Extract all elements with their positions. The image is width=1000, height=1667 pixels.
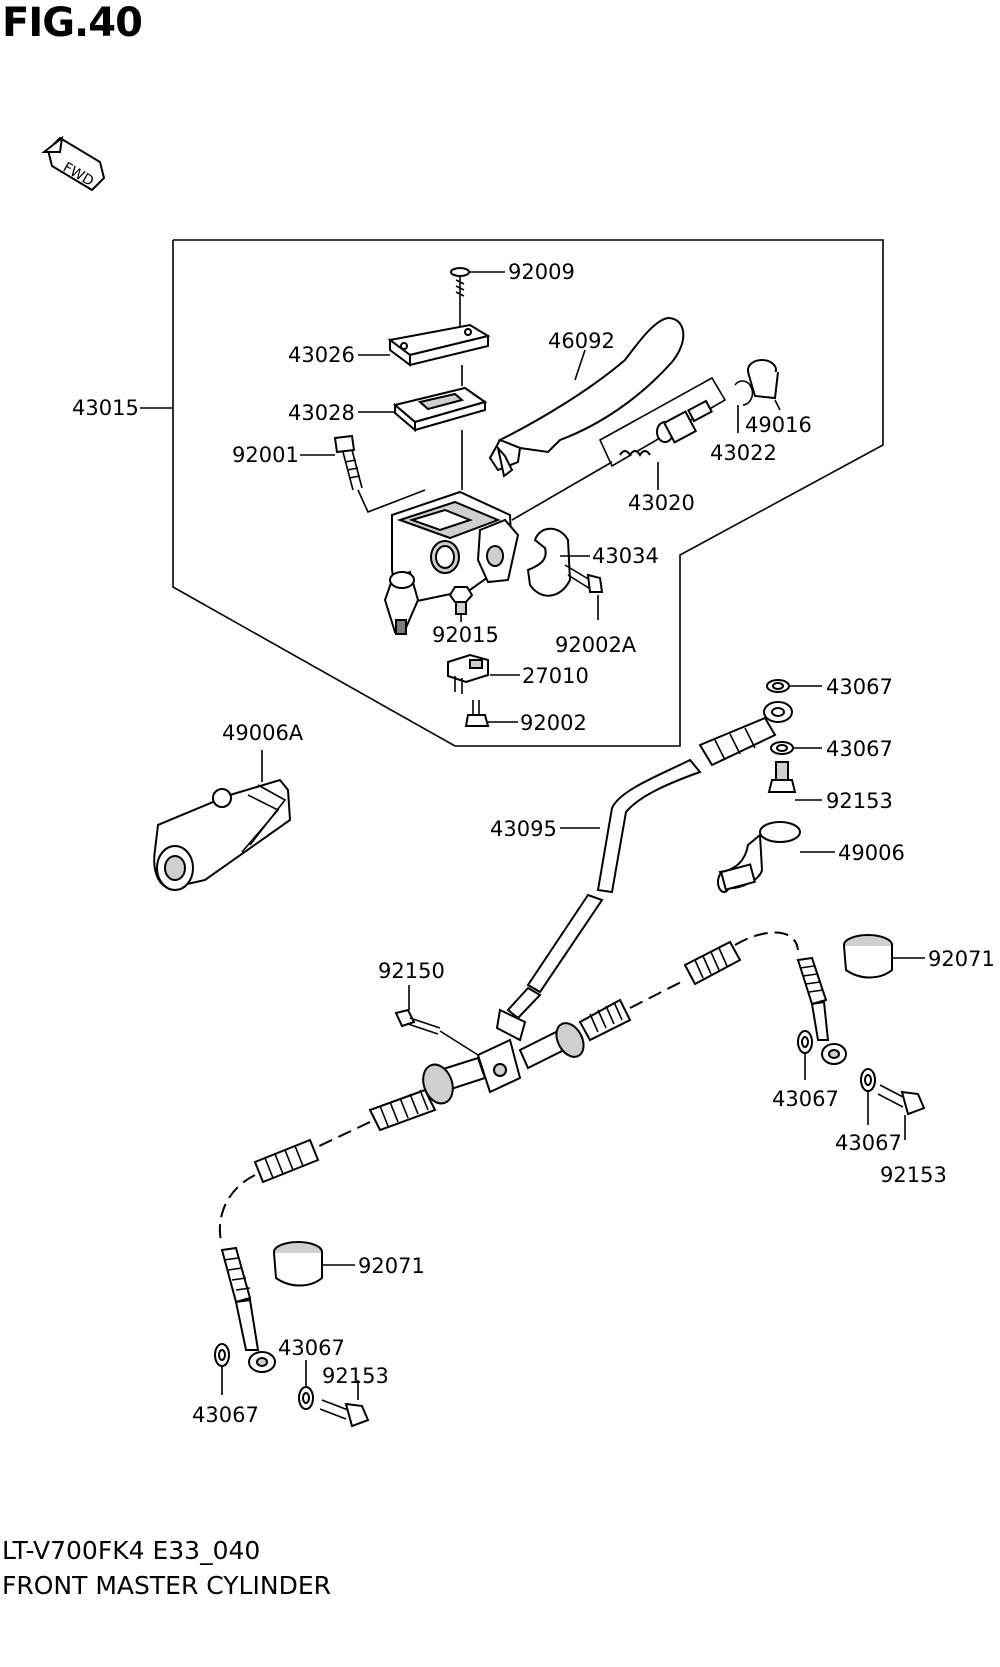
fwd-arrow-icon: FWD xyxy=(41,135,106,192)
label-43095: 43095 xyxy=(490,817,557,841)
label-43067-d: 43067 xyxy=(835,1131,902,1155)
label-43067-a: 43067 xyxy=(826,675,893,699)
screw-92009-icon xyxy=(450,267,470,300)
banjo-washer-43067-c-icon xyxy=(797,1030,813,1054)
hose-joint-icon xyxy=(476,1038,522,1094)
banjo-washer-43067-a-icon xyxy=(766,679,790,693)
brake-switch-27010-icon xyxy=(447,653,489,694)
banjo-bolt-92153-a-icon xyxy=(767,761,797,793)
brake-hose-43095-icon xyxy=(495,758,702,1042)
label-43067-e: 43067 xyxy=(278,1336,345,1360)
cover-49006A-icon xyxy=(153,778,292,891)
brake-lever-46092-icon xyxy=(488,316,685,478)
figure-title: FIG.40 xyxy=(2,0,143,46)
label-43067-f: 43067 xyxy=(192,1403,259,1427)
clamp-43034-icon xyxy=(526,527,572,597)
label-92071-b: 92071 xyxy=(358,1254,425,1278)
label-92153-a: 92153 xyxy=(826,789,893,813)
banjo-fitting-upper-icon xyxy=(698,701,793,767)
label-49016: 49016 xyxy=(745,413,812,437)
assembly-boundary xyxy=(172,239,884,747)
label-46092: 46092 xyxy=(548,329,615,353)
label-92153-c: 92153 xyxy=(322,1364,389,1388)
grommet-92071-a-icon xyxy=(843,934,893,979)
hose-left-icon xyxy=(218,1056,487,1373)
bolt-92150-icon xyxy=(394,1008,441,1035)
label-92009: 92009 xyxy=(508,260,575,284)
hose-right-icon xyxy=(518,931,847,1070)
banjo-bolt-92153-c-icon xyxy=(319,1399,370,1428)
bolt-92001-icon xyxy=(333,434,363,491)
label-43067-b: 43067 xyxy=(826,737,893,761)
label-27010: 27010 xyxy=(522,664,589,688)
banjo-washer-43067-b-icon xyxy=(770,741,794,755)
label-43020: 43020 xyxy=(628,491,695,515)
reservoir-cap-43026-icon xyxy=(387,323,491,367)
label-49006A: 49006A xyxy=(222,721,304,745)
banjo-washer-43067-d-icon xyxy=(860,1068,876,1092)
master-cylinder-body-icon xyxy=(383,490,520,635)
label-43067-c: 43067 xyxy=(772,1087,839,1111)
model-code: LT-V700FK4 E33_040 xyxy=(2,1536,261,1565)
label-92002A: 92002A xyxy=(555,633,637,657)
label-43026: 43026 xyxy=(288,343,355,367)
diaphragm-43028-icon xyxy=(392,386,488,433)
cap-49006-icon xyxy=(717,821,801,893)
banjo-bolt-92153-b-icon xyxy=(877,1084,926,1116)
label-43028: 43028 xyxy=(288,401,355,425)
banjo-washer-43067-f-icon xyxy=(298,1386,314,1410)
bolt-92002-icon xyxy=(464,700,490,727)
label-92001: 92001 xyxy=(232,443,299,467)
section-name: FRONT MASTER CYLINDER xyxy=(2,1571,331,1600)
label-49006: 49006 xyxy=(838,841,905,865)
banjo-washer-43067-e-icon xyxy=(214,1343,230,1367)
label-92153-b: 92153 xyxy=(880,1163,947,1187)
label-43015: 43015 xyxy=(72,396,139,420)
grommet-92071-b-icon xyxy=(273,1241,323,1287)
label-92150: 92150 xyxy=(378,959,445,983)
bolt-92015-icon xyxy=(448,586,474,615)
label-92002: 92002 xyxy=(520,711,587,735)
label-92071-a: 92071 xyxy=(928,947,995,971)
label-92015: 92015 xyxy=(432,623,499,647)
dust-boot-49016-icon xyxy=(747,359,779,400)
circlip-43022-icon xyxy=(734,380,754,406)
label-43022: 43022 xyxy=(710,441,777,465)
piston-kit-43020-icon xyxy=(598,376,727,468)
bolt-92002A-icon xyxy=(564,564,604,593)
label-43034: 43034 xyxy=(592,544,659,568)
